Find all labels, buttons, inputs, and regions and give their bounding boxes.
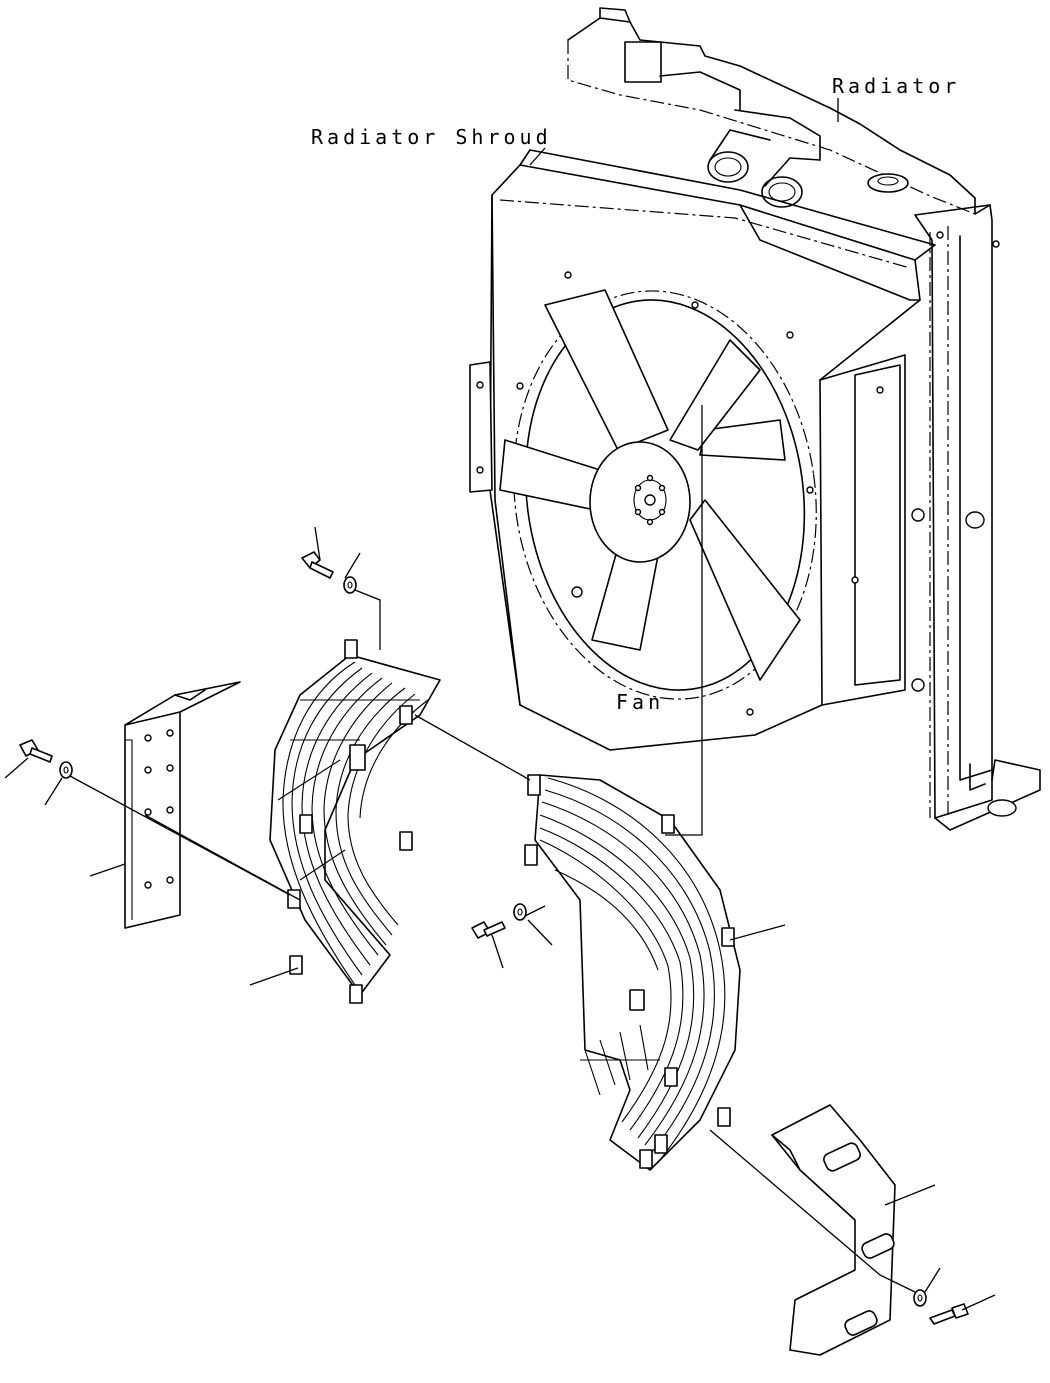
washer-right — [913, 1289, 927, 1307]
washer-top — [343, 576, 357, 594]
washer-middle — [513, 903, 527, 921]
plate-right — [771, 1104, 896, 1356]
fan — [499, 289, 801, 681]
fan-guard-left — [269, 639, 441, 1004]
assembly-lines — [4, 98, 996, 1311]
fan-label: Fan — [616, 690, 665, 714]
radiator-shroud-label: Radiator Shroud — [311, 125, 552, 149]
radiator — [567, 7, 1041, 831]
bolt-right — [929, 1303, 969, 1325]
washer-left — [59, 761, 73, 779]
bolt-left — [19, 739, 53, 763]
bolt-top — [301, 551, 334, 579]
fan-guard-right — [524, 774, 741, 1171]
radiator-label: Radiator — [832, 74, 961, 98]
plate-left — [124, 681, 241, 929]
bolt-middle — [471, 921, 506, 939]
